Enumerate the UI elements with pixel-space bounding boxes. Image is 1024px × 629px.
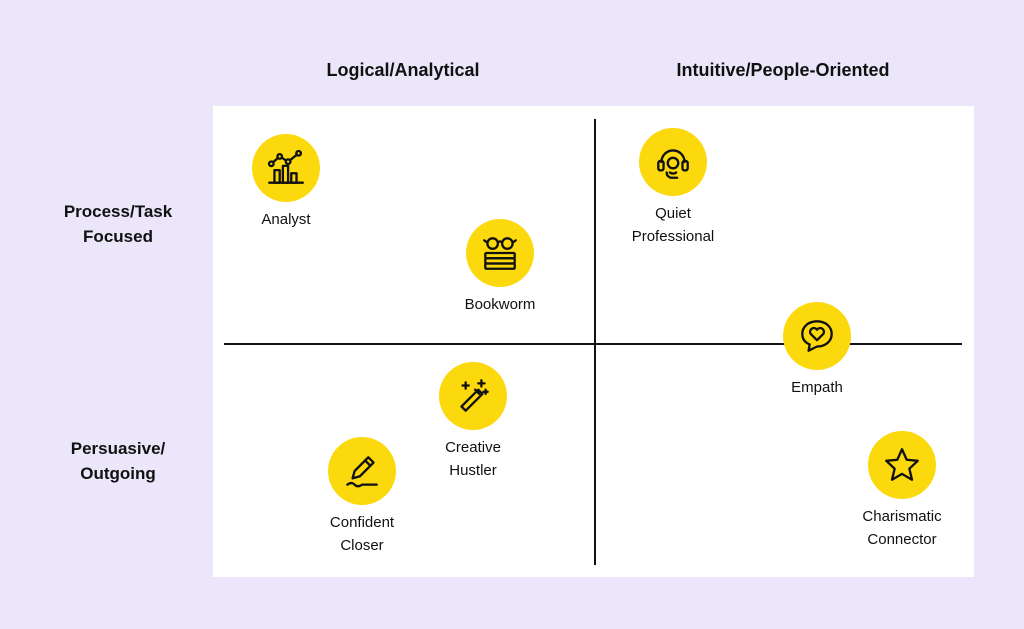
persona-analyst: Analyst xyxy=(211,134,361,231)
creative-hustler-badge xyxy=(439,362,507,430)
creative-hustler-label: Creative Hustler xyxy=(398,436,548,482)
book-glasses-icon xyxy=(483,237,517,270)
persona-empath: Empath xyxy=(742,302,892,399)
bookworm-label-line-1: Bookworm xyxy=(464,296,536,313)
charismatic-connector-label-line-1: Charismatic xyxy=(862,508,942,525)
star-icon xyxy=(885,448,919,481)
charismatic-connector-label: Charismatic Connector xyxy=(827,505,977,551)
row-header-process-line-1: Process/Task xyxy=(63,202,173,221)
creative-hustler-label-line-1: Creative xyxy=(445,439,501,456)
signature-pen-icon xyxy=(346,456,378,488)
creative-hustler-label-line-2: Hustler xyxy=(449,462,497,479)
analyst-label: Analyst xyxy=(211,208,361,231)
analyst-badge xyxy=(252,134,320,202)
empath-badge xyxy=(783,302,851,370)
persona-quiet-professional: Quiet Professional xyxy=(598,128,748,248)
horizontal-axis xyxy=(224,343,962,345)
charismatic-connector-label-line-2: Connector xyxy=(867,531,937,548)
charismatic-connector-badge xyxy=(868,431,936,499)
confident-closer-label: Confident Closer xyxy=(287,511,437,557)
persona-creative-hustler: Creative Hustler xyxy=(398,362,548,482)
confident-closer-badge xyxy=(328,437,396,505)
quiet-professional-label-line-2: Professional xyxy=(631,228,715,245)
persona-confident-closer: Confident Closer xyxy=(287,437,437,557)
column-header-logical: Logical/Analytical xyxy=(326,60,480,80)
empath-label-line-1: Empath xyxy=(791,379,843,396)
confident-closer-label-line-1: Confident xyxy=(329,514,395,531)
row-header-persuasive: Persuasive/ Outgoing xyxy=(33,436,203,486)
row-header-persuasive-line-1: Persuasive/ xyxy=(70,439,166,458)
bookworm-badge xyxy=(466,219,534,287)
headset-icon xyxy=(657,149,689,179)
quiet-professional-label: Quiet Professional xyxy=(598,202,748,248)
empath-label: Empath xyxy=(742,376,892,399)
chat-heart-icon xyxy=(801,320,833,352)
vertical-axis xyxy=(594,119,596,565)
magic-wand-icon xyxy=(460,379,489,412)
row-header-persuasive-line-2: Outgoing xyxy=(80,464,156,483)
persona-bookworm: Bookworm xyxy=(425,219,575,316)
column-header-intuitive: Intuitive/People-Oriented xyxy=(676,60,890,80)
persona-charismatic-connector: Charismatic Connector xyxy=(827,431,977,551)
quadrant-board: Analyst Bookworm xyxy=(213,106,974,577)
row-header-process: Process/Task Focused xyxy=(33,199,203,249)
quiet-professional-badge xyxy=(639,128,707,196)
analyst-label-line-1: Analyst xyxy=(261,211,311,228)
confident-closer-label-line-2: Closer xyxy=(340,537,384,554)
row-header-process-line-2: Focused xyxy=(83,227,153,246)
bookworm-label: Bookworm xyxy=(425,293,575,316)
quiet-professional-label-line-1: Quiet xyxy=(655,205,691,222)
bar-chart-icon xyxy=(267,149,304,184)
